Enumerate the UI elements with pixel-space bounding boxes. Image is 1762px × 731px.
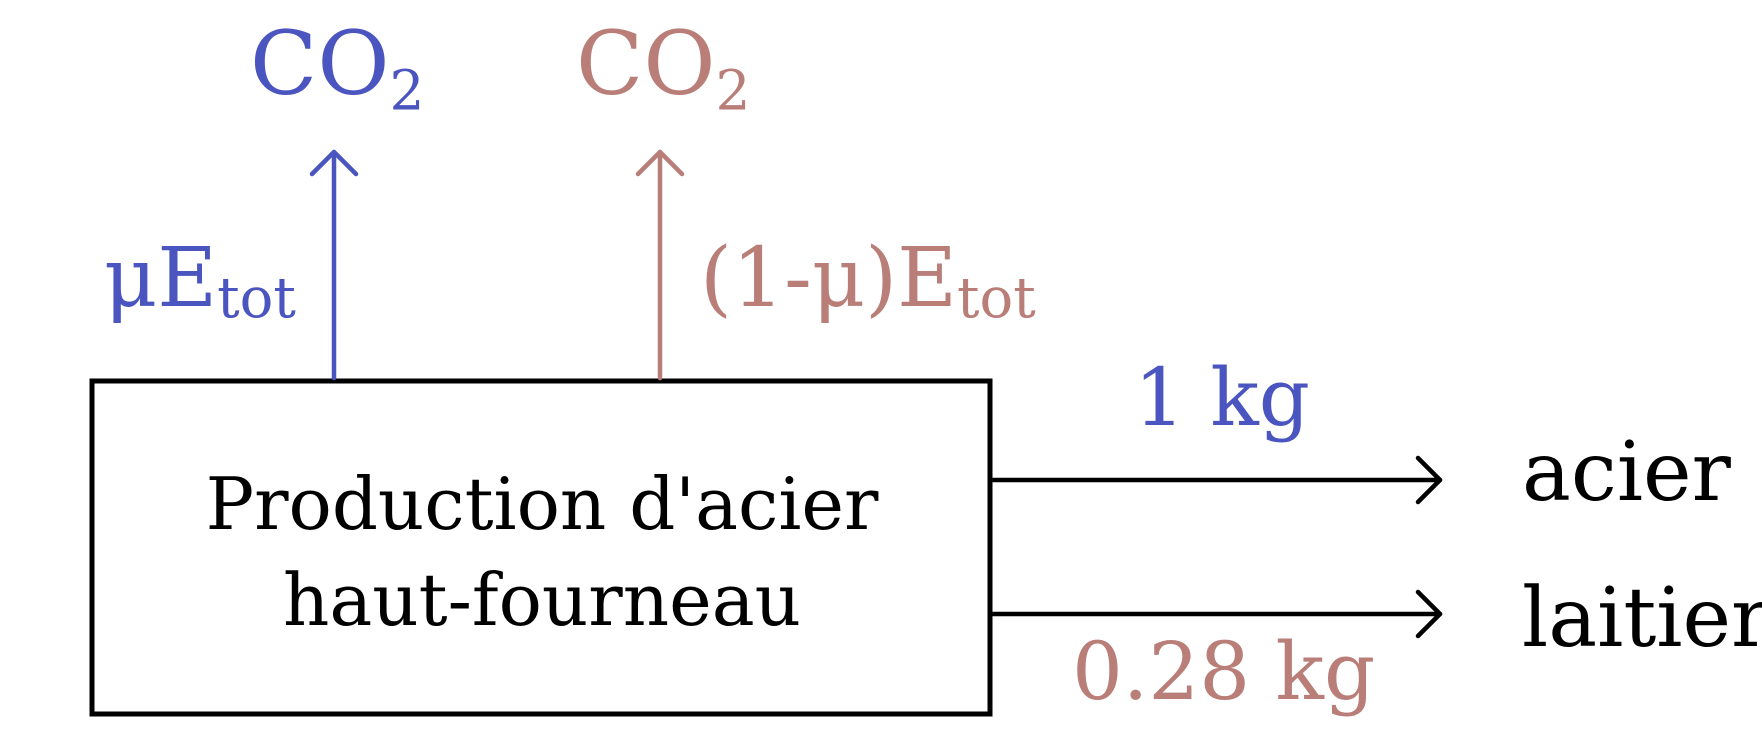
slag-mass-label: 0.28 kg — [1072, 625, 1376, 718]
co2-label-left: CO2 — [250, 12, 425, 123]
process-box-label: Production d'acier haut-fourneau — [92, 456, 992, 648]
process-box — [89, 378, 993, 717]
process-line-1: Production d'acier — [205, 462, 879, 546]
emission-arrow-left — [309, 149, 359, 381]
output-arrow-steel — [990, 455, 1443, 505]
output-arrow-slag — [990, 589, 1443, 639]
output-name-slag: laitier — [1522, 571, 1762, 666]
output-name-steel: acier — [1522, 425, 1731, 520]
co2-label-right: CO2 — [576, 12, 751, 123]
process-line-2: haut-fourneau — [283, 558, 801, 642]
emission-arrow-right — [635, 149, 685, 381]
emission-share-right: (1-μ)Etot — [700, 231, 1036, 332]
emission-share-left: μEtot — [104, 231, 296, 332]
steel-mass-label: 1 kg — [1134, 351, 1311, 444]
